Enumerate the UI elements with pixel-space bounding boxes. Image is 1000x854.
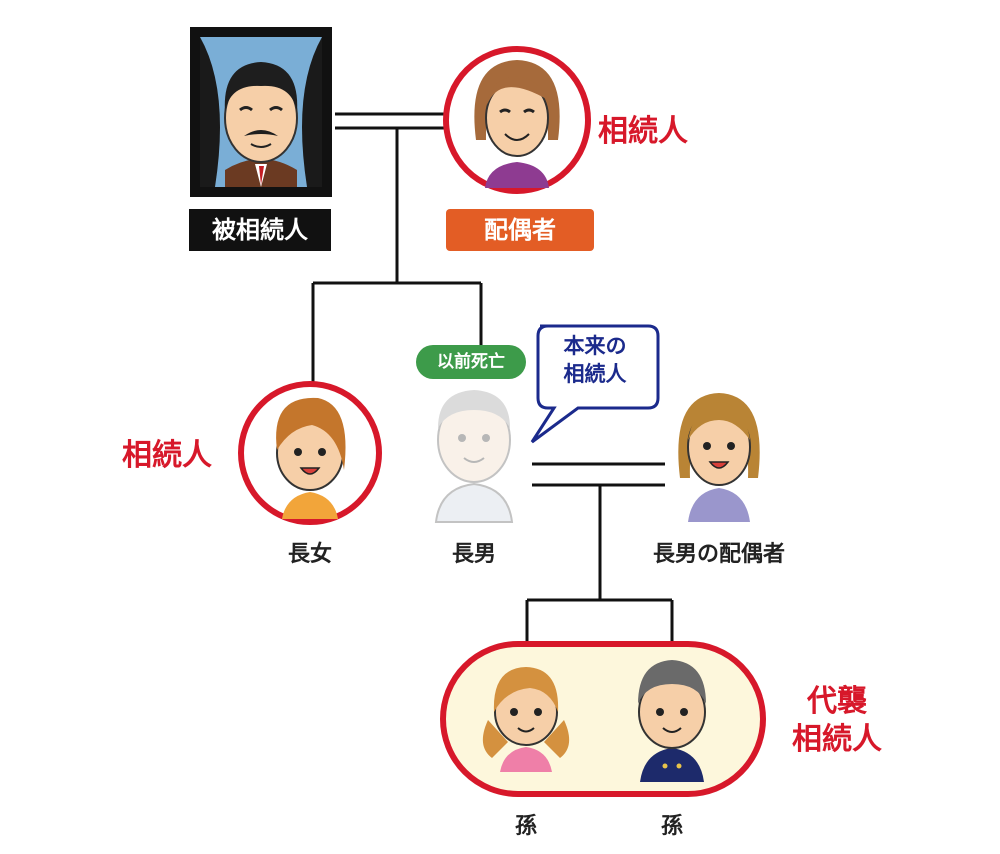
son-spouse-label: 長男の配偶者: [652, 542, 785, 567]
spouse-right-eye: [523, 108, 535, 114]
right-eye: [269, 106, 283, 112]
grandson-right-eye: [680, 708, 688, 716]
left-curtain: [200, 37, 220, 187]
son-clothes: [434, 482, 514, 523]
grandchildren-status-line-2: 相続人: [792, 722, 882, 757]
bubble-line-1: 本来の: [563, 334, 627, 358]
speech-bubble-outline: [530, 324, 660, 444]
son-spouse-bangs: [688, 402, 750, 440]
grandson-uniform: [640, 748, 704, 782]
necktie: [259, 166, 264, 185]
son-spouse-left-eye: [703, 442, 711, 450]
connector-lines: [311, 112, 674, 650]
son-spouse-right-eye: [727, 442, 735, 450]
spouse-label: 配偶者: [446, 209, 594, 251]
daughter-label: 長女: [287, 542, 332, 567]
son-spouse-portrait: [678, 393, 760, 522]
spouse-clothes: [485, 162, 549, 188]
deceased-label: 被相続人: [189, 209, 331, 251]
son-face: [437, 397, 511, 483]
left-eye: [239, 106, 253, 112]
son-mouth: [463, 457, 485, 463]
uniform-button-2: [676, 763, 682, 769]
daughter-mouth: [299, 467, 321, 475]
spouse-mouth: [504, 133, 530, 141]
mustache: [244, 130, 278, 136]
speech-bubble: [530, 324, 660, 444]
grandchildren-group: [440, 641, 766, 797]
granddaughter-right-eye: [534, 708, 542, 716]
granddaughter-hair: [493, 667, 559, 712]
deceased-hair: [224, 62, 298, 112]
grandchildren-heir-capsule: [440, 641, 766, 797]
granddaughter-left-curl: [482, 720, 508, 758]
son-portrait: [434, 390, 514, 523]
grandson-mouth: [662, 727, 682, 733]
grandchildren-heir-status: 代襲 相続人: [782, 683, 892, 759]
spouse-left-eye: [499, 108, 511, 114]
daughter-heir-status: 相続人: [122, 438, 212, 473]
daughter-left-eye: [294, 448, 302, 456]
bubble-text: 本来の 相続人: [540, 332, 650, 388]
granddaughter-left-eye: [510, 708, 518, 716]
daughter-hair: [276, 397, 346, 470]
grandchild-1-label: 孫: [514, 814, 537, 839]
grandchild-2-label: 孫: [660, 814, 683, 839]
bubble-line-2: 相続人: [563, 362, 627, 386]
deceased-portrait: [190, 27, 332, 197]
deceased-mouth: [250, 143, 272, 148]
grandson-portrait: [638, 660, 706, 782]
daughter-right-eye: [318, 448, 326, 456]
son-spouse-clothes: [688, 488, 750, 522]
son-hair: [438, 390, 510, 428]
son-spouse-mouth: [708, 461, 730, 469]
uniform-button-1: [662, 763, 668, 769]
grandchildren-status-line-1: 代襲: [807, 684, 867, 719]
granddaughter-mouth: [517, 727, 535, 733]
granddaughter-portrait: [482, 667, 570, 772]
grandson-hair: [638, 660, 706, 704]
spouse-bangs: [487, 76, 548, 105]
granddaughter-clothes: [500, 747, 552, 772]
spouse-portrait: [443, 46, 591, 194]
son-deceased-badge: 以前死亡: [416, 345, 526, 379]
granddaughter-right-curl: [544, 720, 570, 758]
spouse-hair: [474, 60, 560, 140]
son-left-eye: [458, 434, 466, 442]
son-label: 長男: [451, 542, 496, 567]
son-right-eye: [482, 434, 490, 442]
daughter-clothes: [282, 492, 338, 519]
grandson-left-eye: [656, 708, 664, 716]
right-curtain: [302, 37, 322, 187]
daughter-portrait: [238, 381, 382, 525]
spouse-heir-status: 相続人: [598, 114, 688, 149]
